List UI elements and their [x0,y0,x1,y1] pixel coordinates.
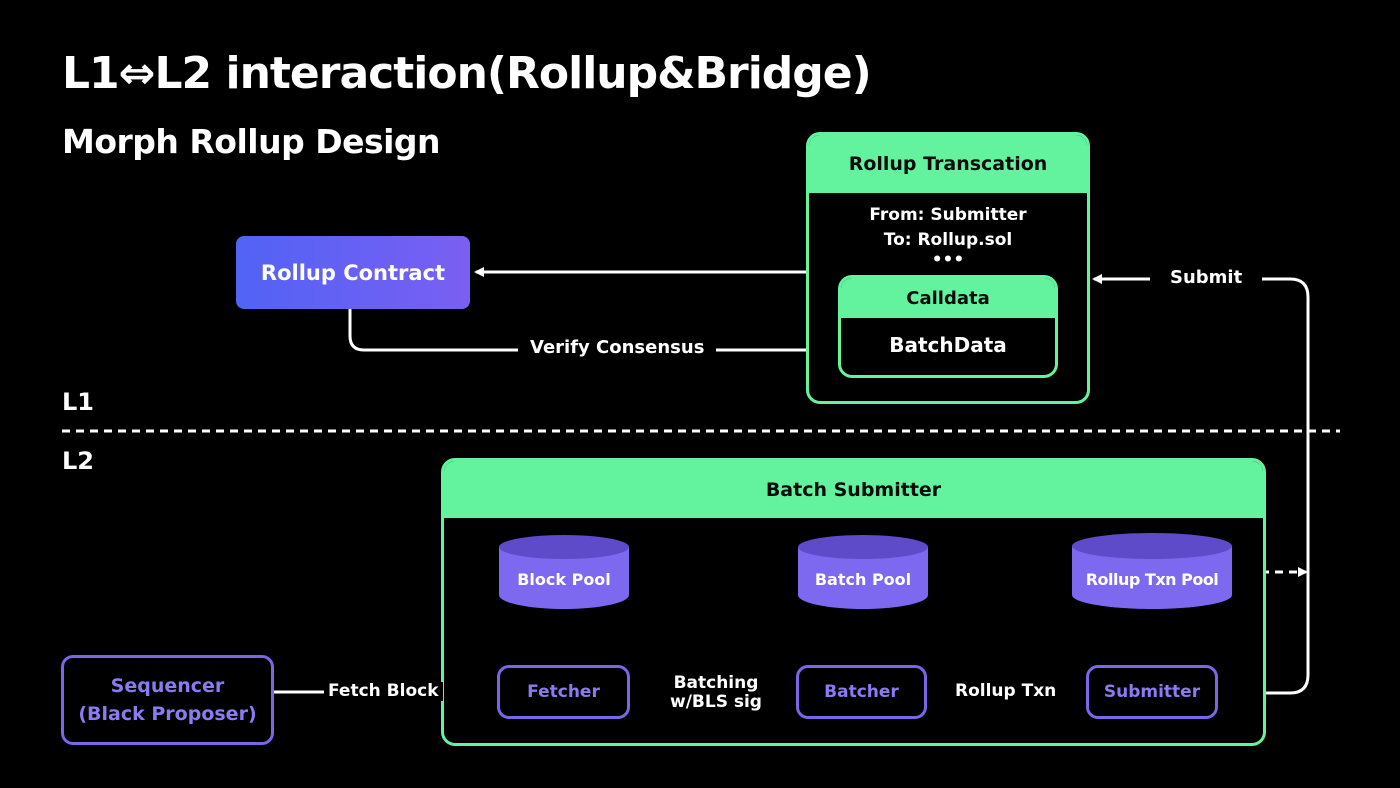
rollup-transaction-to: To: Rollup.sol [883,230,1013,250]
edge-label-batching-line1: Batching [673,673,759,693]
edge-label-submit: Submit [1150,268,1263,288]
batcher-node[interactable]: Batcher [796,665,927,719]
sequencer-node[interactable]: Sequencer (Black Proposer) [61,655,274,745]
calldata-node[interactable]: Calldata BatchData [838,275,1058,378]
page-subtitle: Morph Rollup Design [62,122,441,161]
rollup-transaction-from: From: Submitter [869,205,1027,225]
edge-label-batching: Batching w/BLS sig [666,674,766,712]
pool-label-batch[interactable]: Batch Pool [814,570,912,589]
calldata-body: BatchData [889,333,1007,357]
edge-verify [348,309,838,355]
edge-label-rollup-txn: Rollup Txn [951,682,1061,701]
edge-label-verify: Verify Consensus [518,338,717,358]
rollup-transaction-title: Rollup Transcation [809,135,1087,193]
edge-label-batching-line2: w/BLS sig [670,692,762,712]
layer-label-l2: L2 [62,447,94,475]
rollup-contract-node[interactable]: Rollup Contract [236,236,470,309]
ellipsis-icon: ••• [931,250,965,270]
pool-label-block[interactable]: Block Pool [517,570,611,589]
fetcher-node[interactable]: Fetcher [497,665,630,719]
batch-submitter-title: Batch Submitter [444,461,1263,518]
layer-label-l1: L1 [62,388,94,416]
pool-label-rollup-txn[interactable]: Rollup Txn Pool [1085,570,1219,589]
calldata-title: Calldata [841,278,1055,318]
edge-label-fetch-block: Fetch Block [324,682,443,701]
edge-submit [1092,274,1310,695]
submitter-node[interactable]: Submitter [1086,665,1218,719]
page-title: L1⇔L2 interaction(Rollup&Bridge) [62,48,872,99]
sequencer-subtitle: (Black Proposer) [78,703,257,725]
sequencer-title: Sequencer [110,675,225,697]
